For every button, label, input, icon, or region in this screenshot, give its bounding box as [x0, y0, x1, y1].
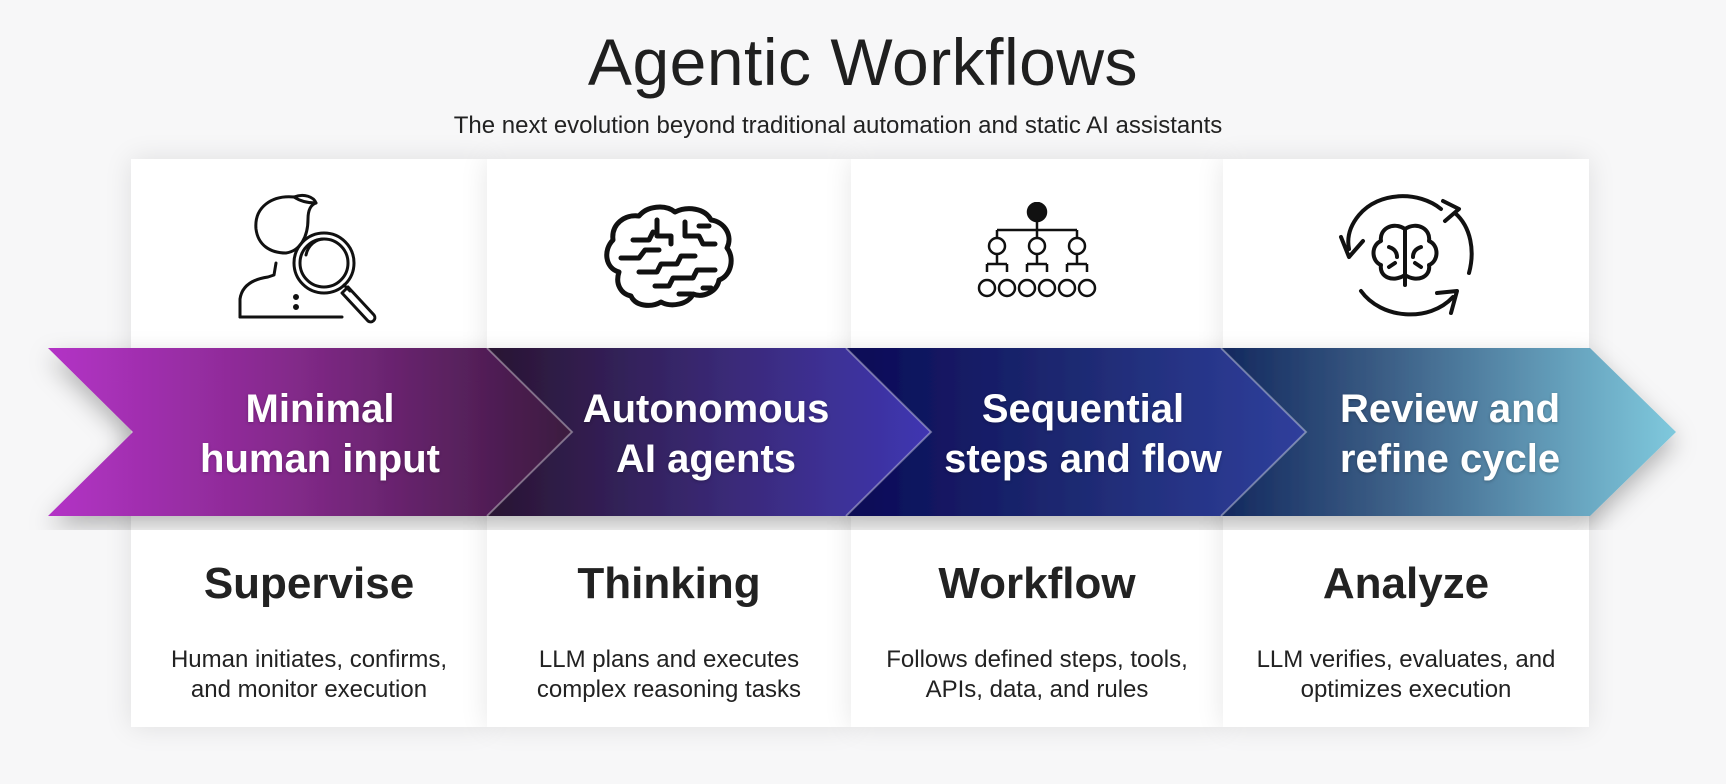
stage-band-label-line: AI agents — [615, 437, 797, 481]
stage-description: LLM verifies, evaluates, and optimizes e… — [1233, 645, 1579, 705]
stage-description-line: and monitor execution — [190, 676, 428, 703]
stage-band-label-line: refine cycle — [1339, 437, 1561, 481]
stage-description-line: LLM plans and executes — [538, 646, 800, 673]
stage-description-line: complex reasoning tasks — [536, 676, 802, 703]
stage-band-label: Sequential steps and flow — [918, 384, 1248, 484]
process-arrow — [48, 347, 1676, 517]
stage-description-line: LLM verifies, evaluates, and — [1256, 646, 1556, 673]
stage-band-label-line: Sequential — [981, 387, 1185, 431]
stage-heading: Analyze — [1322, 559, 1490, 608]
process-band: Minimal human input Autonomous AI agents… — [0, 330, 1726, 530]
page-title: Agentic Workflows — [587, 25, 1139, 99]
stage-description-line: Human initiates, confirms, — [170, 646, 448, 673]
stage-band-label: Review and refine cycle — [1300, 384, 1600, 484]
stage-description-line: Follows defined steps, tools, — [886, 646, 1188, 673]
stage-description-line: APIs, data, and rules — [925, 676, 1149, 703]
org-chart-icon — [851, 189, 1223, 324]
stage-description: Follows defined steps, tools, APIs, data… — [861, 645, 1213, 705]
stage-heading: Supervise — [203, 559, 415, 608]
stage-description: LLM plans and executes complex reasoning… — [497, 645, 841, 705]
stage-band-label-line: Autonomous — [582, 387, 830, 431]
stage-band-label-line: Minimal — [245, 387, 395, 431]
stage-band-label-line: Review and — [1339, 387, 1561, 431]
brain-cycle-icon — [1223, 189, 1589, 324]
stage-band-label: Minimal human input — [160, 384, 480, 484]
stage-heading: Thinking — [577, 559, 761, 608]
stage-band-label-line: human input — [200, 437, 440, 481]
page-subtitle: The next evolution beyond traditional au… — [453, 112, 1223, 139]
stage-description: Human initiates, confirms, and monitor e… — [141, 645, 477, 705]
brain-circuit-icon — [487, 189, 851, 324]
person-magnifier-icon — [131, 189, 487, 324]
stage-band-label-line: steps and flow — [944, 437, 1222, 481]
stage-heading: Workflow — [938, 559, 1136, 608]
stage-band-label: Autonomous AI agents — [556, 384, 856, 484]
stage-description-line: optimizes execution — [1300, 676, 1512, 703]
